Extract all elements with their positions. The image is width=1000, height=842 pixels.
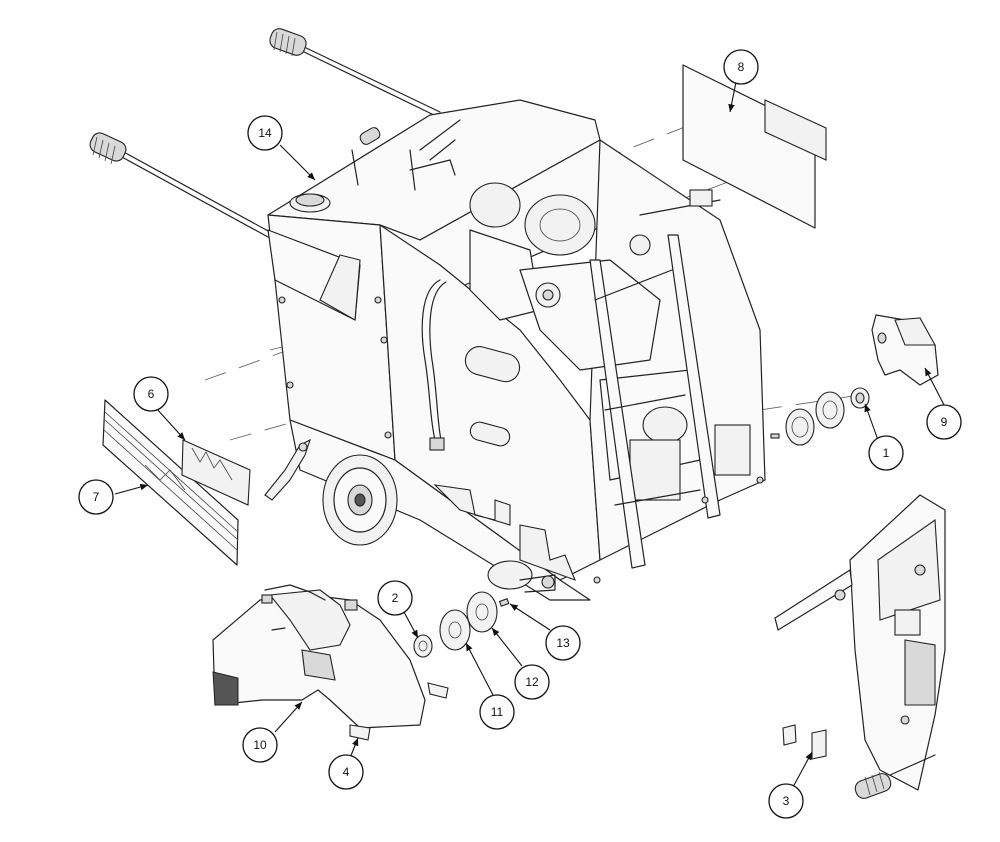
inner-flange-12 (466, 591, 498, 633)
front-wheel (487, 560, 556, 593)
callout-8: 8 (723, 49, 759, 85)
decal-logo-6 (181, 439, 251, 506)
rear-wheel (322, 454, 398, 546)
callout-7: 7 (78, 479, 114, 515)
decal-strip-7 (102, 399, 239, 566)
callout-13: 13 (545, 625, 581, 661)
blade-nut-2 (413, 634, 433, 658)
callout-label: 14 (258, 126, 272, 140)
callout-label: 4 (343, 765, 350, 779)
callout-14: 14 (247, 115, 283, 151)
handle-grip (269, 28, 307, 57)
callout-label: 6 (148, 387, 155, 401)
callout-leaders (114, 81, 945, 788)
callout-label: 1 (883, 446, 890, 460)
callout-4: 4 (328, 754, 364, 790)
flange-assembly-right (770, 387, 870, 446)
depth-control-lever (264, 438, 311, 501)
callout-label: 12 (525, 675, 539, 689)
callout-3: 3 (768, 783, 804, 819)
callout-12: 12 (514, 664, 550, 700)
blade-guard-10 (212, 584, 426, 729)
callout-label: 10 (253, 738, 267, 752)
belt-guard-9 (871, 314, 939, 386)
logo-decal-4 (349, 724, 371, 741)
logo-decal-small (427, 682, 449, 699)
saw-main-body (267, 99, 766, 601)
callout-label: 3 (783, 794, 790, 808)
callout-10: 10 (242, 727, 278, 763)
handle-grip (854, 771, 892, 799)
callout-11: 11 (479, 694, 515, 730)
callout-label: 13 (556, 636, 570, 650)
callout-9: 9 (926, 404, 962, 440)
handle-grip (89, 132, 127, 165)
inset-detail-view (774, 494, 946, 799)
outer-flange-11 (439, 609, 471, 651)
callout-label: 8 (738, 60, 745, 74)
callout-1: 1 (868, 435, 904, 471)
callout-label: 7 (93, 490, 100, 504)
callout-6: 6 (133, 376, 169, 412)
decal-panel-8 (682, 64, 827, 229)
callout-2: 2 (377, 580, 413, 616)
callout-label: 11 (491, 705, 504, 719)
callout-label: 2 (392, 591, 399, 605)
drive-pin-13 (498, 598, 510, 607)
handlebars (89, 28, 441, 238)
callout-label: 9 (941, 415, 948, 429)
